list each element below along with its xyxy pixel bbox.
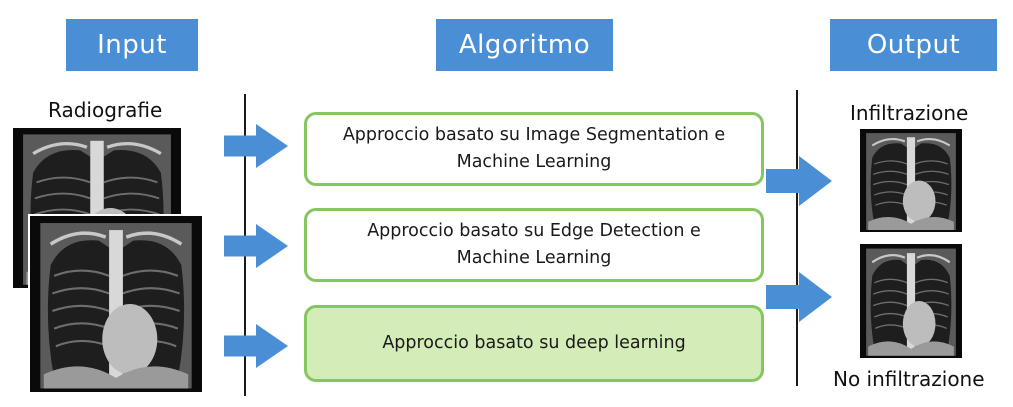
algorithm-header: Algoritmo: [436, 19, 613, 71]
input-xray-front-image: [30, 216, 202, 392]
approach-2-line-1: Approccio basato su Edge Detection e: [367, 218, 701, 245]
input-label: Radiografie: [48, 98, 162, 122]
approach-box-image-segmentation: Approccio basato su Image Segmentation e…: [304, 112, 764, 186]
divider-right: [796, 90, 798, 386]
output-negative-label: No infiltrazione: [833, 367, 985, 391]
approach-box-edge-detection: Approccio basato su Edge Detection e Mac…: [304, 208, 764, 282]
arrow-right-icon: [766, 272, 832, 322]
output-xray-infiltration-image: [860, 129, 962, 232]
input-header: Input: [66, 19, 198, 71]
approach-3-line-1: Approccio basato su deep learning: [382, 330, 685, 357]
output-positive-label: Infiltrazione: [850, 101, 968, 125]
arrow-right-icon: [224, 324, 288, 368]
arrow-right-icon: [224, 124, 288, 168]
approach-box-deep-learning: Approccio basato su deep learning: [304, 305, 764, 382]
approach-2-line-2: Machine Learning: [367, 245, 701, 272]
arrow-right-icon: [766, 156, 832, 206]
arrow-right-icon: [224, 224, 288, 268]
approach-1-line-1: Approccio basato su Image Segmentation e: [343, 122, 725, 149]
output-xray-no-infiltration-image: [860, 244, 962, 358]
approach-1-line-2: Machine Learning: [343, 149, 725, 176]
output-header: Output: [830, 19, 997, 71]
